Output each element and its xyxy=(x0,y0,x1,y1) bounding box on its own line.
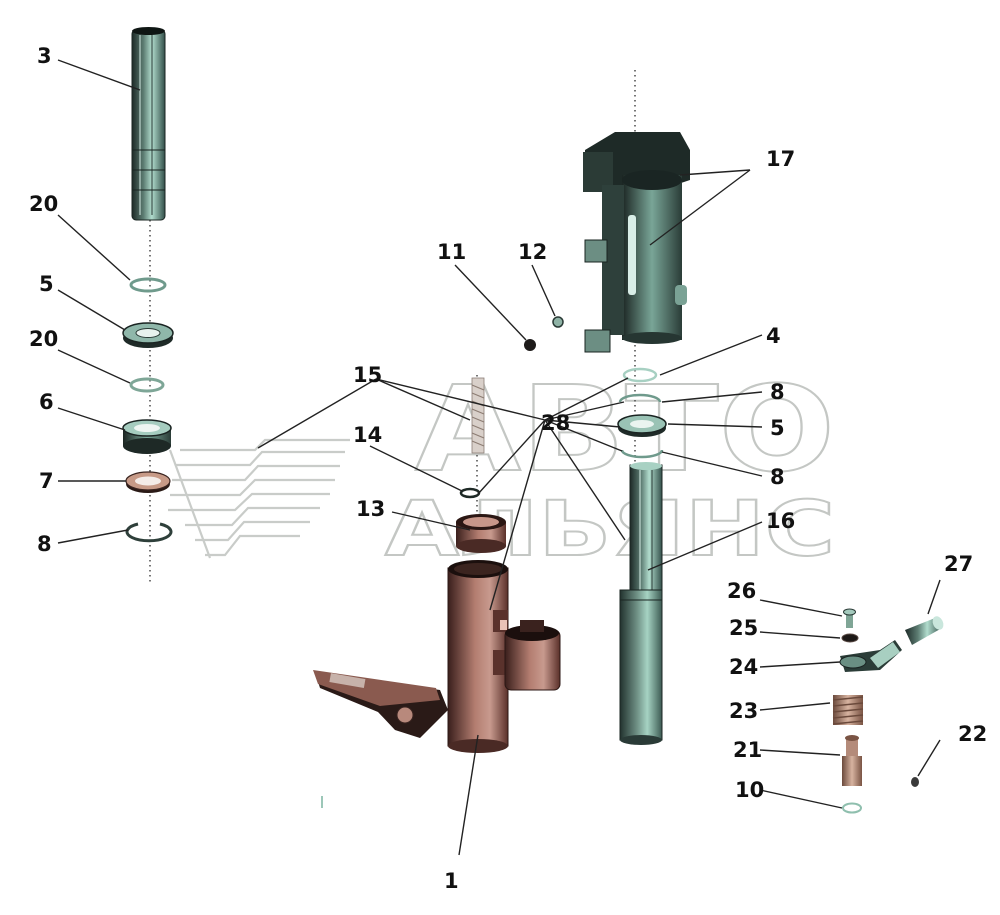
label-10: 10 xyxy=(735,778,764,802)
watermark-logo-stripes xyxy=(168,438,350,559)
label-8-right-bottom: 8 xyxy=(770,465,785,489)
label-6: 6 xyxy=(39,390,54,414)
part-3-splined-shaft xyxy=(131,27,166,221)
small-mark xyxy=(321,796,323,808)
leader-lines xyxy=(57,59,941,856)
part-8-snap-ring-right-top xyxy=(618,393,662,403)
label-25: 25 xyxy=(729,616,758,640)
label-22: 22 xyxy=(958,722,987,746)
part-11-ball xyxy=(524,339,536,351)
label-21: 21 xyxy=(733,738,762,762)
part-1-housing xyxy=(447,560,561,753)
label-17: 17 xyxy=(766,147,795,171)
label-5-left: 5 xyxy=(39,272,54,296)
part-labels: 3 20 5 20 6 7 8 11 12 15 14 13 28 17 4 8… xyxy=(29,44,987,893)
label-8-right-top: 8 xyxy=(770,380,785,404)
label-14: 14 xyxy=(353,423,382,447)
label-7: 7 xyxy=(39,469,54,493)
part-23-spring xyxy=(832,695,864,725)
label-11: 11 xyxy=(437,240,466,264)
part-13-bushing xyxy=(456,514,506,553)
label-4: 4 xyxy=(766,324,781,348)
label-1: 1 xyxy=(444,869,459,893)
label-26: 26 xyxy=(727,579,756,603)
part-8-snap-ring-right-bottom xyxy=(620,449,664,459)
part-22-ball xyxy=(911,777,919,787)
part-25-washer xyxy=(841,633,859,643)
label-15: 15 xyxy=(353,363,382,387)
part-21-valve xyxy=(842,735,862,786)
label-8-left: 8 xyxy=(37,532,52,556)
label-24: 24 xyxy=(729,655,758,679)
part-1-housing-lever xyxy=(313,670,448,738)
label-20-top: 20 xyxy=(29,192,58,216)
part-5-bearing-left xyxy=(122,322,174,348)
part-26-bolt xyxy=(843,608,856,628)
part-4-ring xyxy=(622,367,658,383)
part-27-pin xyxy=(905,616,944,645)
part-8-snap-ring-left xyxy=(125,522,173,543)
part-20-ring-top xyxy=(129,277,167,293)
label-13: 13 xyxy=(356,497,385,521)
label-27: 27 xyxy=(944,552,973,576)
part-5-bearing-right xyxy=(617,414,667,437)
part-6-bushing xyxy=(122,419,172,454)
label-16: 16 xyxy=(766,509,795,533)
label-28: 28 xyxy=(541,411,570,435)
part-12-pin xyxy=(552,316,564,328)
label-5-right: 5 xyxy=(770,416,785,440)
part-24-lever xyxy=(839,640,902,672)
part-20-ring-bottom xyxy=(129,377,165,393)
part-10-ring xyxy=(842,802,862,814)
part-16-shaft xyxy=(619,462,663,745)
label-3: 3 xyxy=(37,44,52,68)
part-17-bracket xyxy=(583,132,690,353)
label-20-bottom: 20 xyxy=(29,327,58,351)
label-12: 12 xyxy=(518,240,547,264)
part-7-ring xyxy=(125,471,171,493)
part-15-spring-stud xyxy=(471,377,485,454)
label-23: 23 xyxy=(729,699,758,723)
